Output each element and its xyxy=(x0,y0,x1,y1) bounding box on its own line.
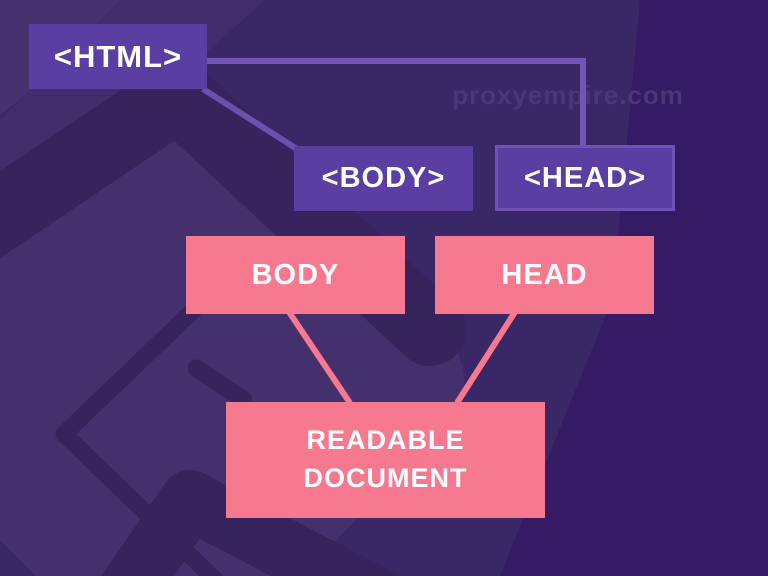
edge-html-to-body-tag xyxy=(201,86,299,152)
node-body-tag: <BODY> xyxy=(294,146,473,211)
node-readable-document: READABLE DOCUMENT xyxy=(226,402,545,518)
edge-head-to-readable xyxy=(454,310,518,405)
edge-body-to-readable xyxy=(286,310,353,405)
edge-html-to-head-tag xyxy=(206,58,586,145)
node-html-tag: <HTML> xyxy=(29,24,207,89)
node-head: HEAD xyxy=(435,236,654,314)
node-head-tag: <HEAD> xyxy=(495,145,675,211)
node-body: BODY xyxy=(186,236,405,314)
watermark-site-text: proxyempire.com xyxy=(452,80,684,110)
